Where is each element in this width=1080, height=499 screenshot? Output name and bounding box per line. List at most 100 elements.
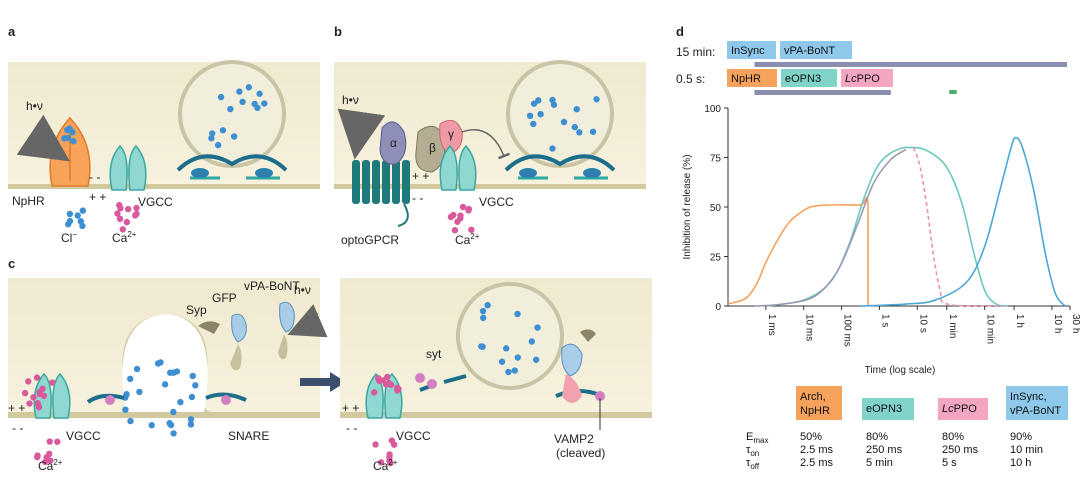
x-tick-label: 1 s (879, 314, 890, 327)
table-header-label: eOPN3 (866, 403, 902, 415)
transmitter-dot (136, 388, 143, 396)
calcium-dot (30, 394, 37, 401)
x-tick-label: 10 min (985, 314, 996, 344)
calcium-dot (124, 205, 132, 213)
calcium-dot (116, 215, 124, 223)
transmitter-dot (189, 372, 196, 380)
transmitter-dot (208, 135, 215, 142)
transmitter-dot (498, 358, 506, 365)
panel-c-syp-label: Syp (186, 303, 207, 317)
gantt-row-15min-label: 15 min: (676, 45, 715, 59)
panel-b-beta-label: β (429, 141, 436, 155)
table-cell: 2.5 ms (800, 457, 834, 469)
calcium-dot (384, 373, 391, 381)
calcium-dot (40, 392, 48, 400)
transmitter-dot (530, 100, 538, 107)
y-tick-label: 0 (715, 302, 721, 313)
calcium-dot (372, 441, 379, 448)
transmitter-dot (514, 354, 521, 361)
panel-b-optogpcr (352, 160, 410, 227)
series-line-insync (859, 136, 1066, 307)
series-line-grey (754, 148, 907, 307)
table-cell: 250 ms (942, 444, 979, 456)
tag-box (727, 69, 777, 87)
panel-b-optogpcr-label: optoGPCR (341, 233, 399, 247)
panel-c-released-dots (122, 359, 199, 437)
table-cell: 10 h (1010, 457, 1031, 469)
panel-a-nphr-label: NpHR (12, 194, 45, 208)
transmitter-dot (514, 310, 521, 318)
x-axis-label: Time (log scale) (865, 365, 936, 376)
table-header-box (796, 386, 842, 420)
panel-a-cl-label: Cl− (61, 230, 77, 245)
calcium-dot (390, 441, 398, 448)
transmitter-dot (479, 307, 487, 315)
calcium-dot (457, 212, 464, 219)
transmitter-dot (187, 421, 195, 428)
panel-b-ion-dots (447, 203, 475, 234)
transmitter-dot (593, 96, 600, 103)
table-header-box (938, 398, 988, 420)
transmitter-dot (133, 365, 141, 373)
panel-a-ca-label: Ca2+ (112, 230, 137, 245)
panel-b-light-arrow (337, 108, 386, 160)
panel-c-minus: - - (12, 421, 23, 435)
transmitter-dot (571, 123, 578, 131)
y-tick-label: 50 (710, 203, 722, 214)
panel-c-snare-label: SNARE (228, 429, 269, 443)
panel-c-ca-label: Ca2+ (38, 458, 63, 473)
table-cell: 50% (800, 431, 822, 443)
transmitter-dot (576, 129, 583, 136)
transmitter-dot (534, 324, 541, 331)
table-header-box (1006, 386, 1068, 420)
chloride-dot (79, 222, 86, 230)
calcium-dot (34, 400, 41, 407)
transmitter-dot (127, 417, 134, 425)
calcium-dot (132, 212, 139, 219)
panel-b-light-label: h•ν (342, 93, 359, 107)
transmitter-dot (532, 356, 540, 363)
transmitter-dot (549, 96, 556, 104)
tag-label: NpHR (731, 73, 761, 85)
calcium-dot (33, 374, 41, 381)
panel-b-vesicle-dots (526, 96, 600, 152)
tag-label: eOPN3 (785, 73, 821, 85)
transmitter-dot (254, 104, 261, 112)
panel-c-right-syp-gfp (580, 329, 596, 342)
x-tick-label: 10 h (1052, 314, 1063, 333)
panel-c-right-membrane (340, 412, 652, 418)
panel-a-ion-dots-top (61, 125, 77, 145)
panel-c-bont-stalk (230, 344, 242, 371)
x-tick-label: 30 h (1070, 314, 1080, 333)
panel-b-letter: b (334, 24, 342, 39)
panel-c-vamp-label: VAMP2 (554, 432, 594, 446)
tag-box (780, 41, 852, 59)
panel-a-snare (176, 154, 288, 180)
transmitter-dot (157, 359, 164, 366)
table-header-label: NpHR (800, 405, 830, 417)
transmitter-dot (484, 302, 491, 309)
tag-label: InSync (731, 45, 765, 57)
transmitter-dot (230, 133, 238, 140)
table-row-name: Emax (746, 431, 768, 445)
calcium-dot (123, 218, 131, 226)
calcium-dot (386, 454, 393, 461)
panel-c-vpa-label: vPA-BoNT (244, 279, 300, 293)
transmitter-dot (227, 105, 234, 113)
calcium-dot (395, 385, 402, 393)
panel-c-left-ion-dots (21, 374, 61, 466)
panel-c-bont-bound (231, 313, 247, 343)
panel-a-letter: a (8, 24, 16, 39)
transmitter-dot (479, 314, 487, 322)
transmitter-dot (173, 368, 181, 375)
calcium-dot (133, 204, 140, 212)
x-tick-label: 10 s (917, 314, 928, 333)
panel-a-light-arrow (16, 114, 70, 162)
tag-label: vPA-BoNT (784, 45, 835, 57)
table-cell: 2.5 ms (800, 444, 834, 456)
